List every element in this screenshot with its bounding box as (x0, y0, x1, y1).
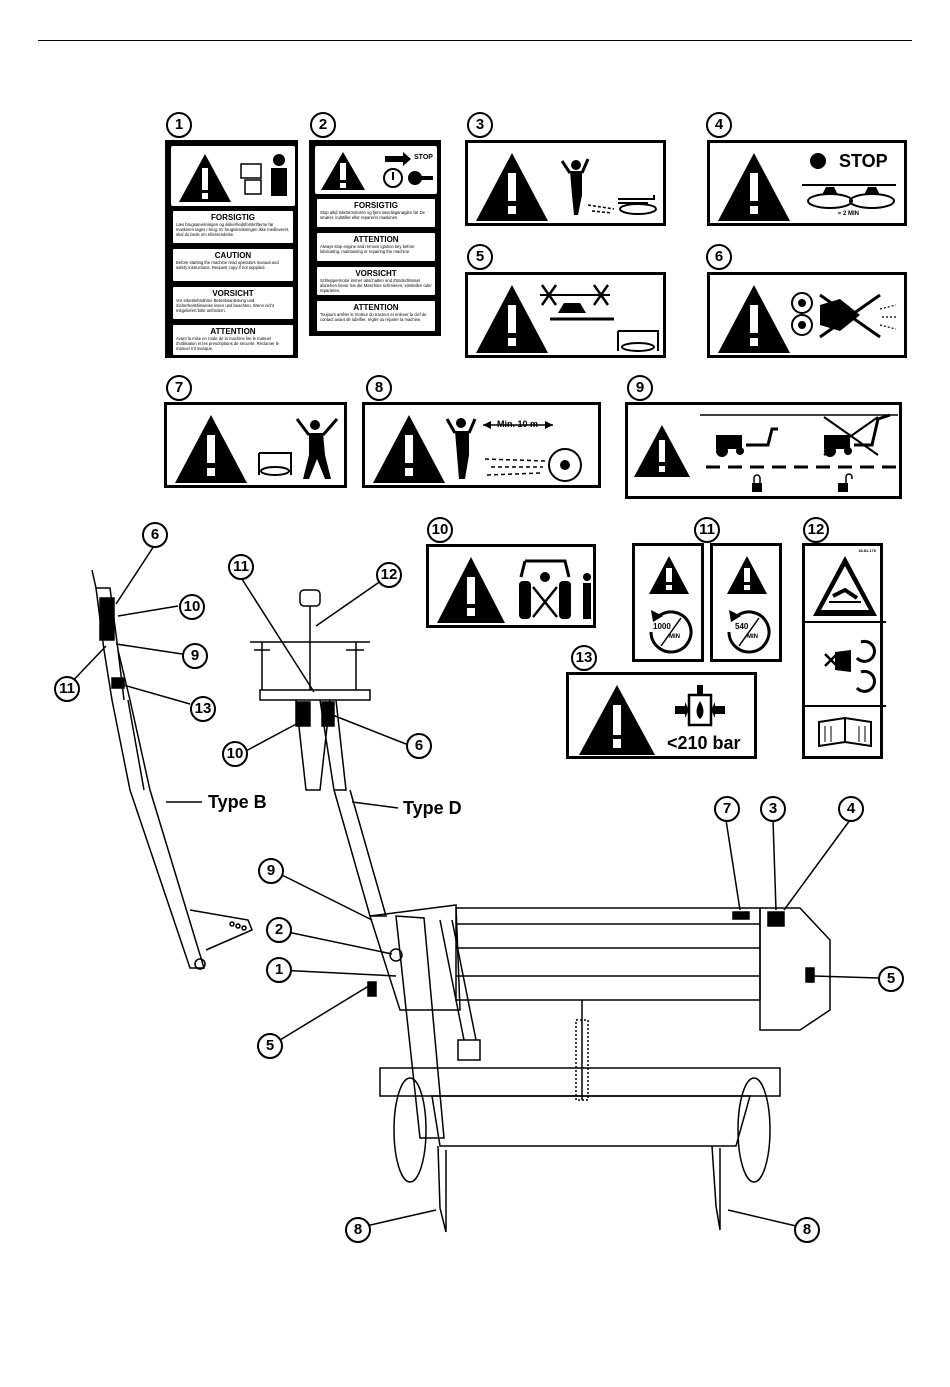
decal-number-6: 6 (706, 244, 732, 270)
decal-4-stop-text: STOP (839, 151, 888, 171)
decal-6-entanglement (707, 272, 907, 358)
decal-13-hydraulic-pressure: <210 bar (566, 672, 757, 759)
decal-number-3: 3 (467, 112, 493, 138)
warning-triangle-icon (476, 153, 657, 221)
warning-triangle-icon (476, 284, 659, 353)
decal-10-no-standing-between (426, 544, 596, 628)
decal-13-pressure-text: <210 bar (667, 733, 741, 753)
decal-2-stop-text: STOP (414, 154, 433, 161)
callout-m-8-right: 8 (794, 1217, 820, 1243)
decal-number-12: 12 (803, 517, 829, 543)
warning-triangle-icon (649, 556, 693, 654)
callout-m-9: 9 (258, 858, 284, 884)
decal-11-rpm-1000: 1000 (653, 622, 671, 631)
rotor-icon (548, 448, 582, 482)
decal-number-8: 8 (366, 375, 392, 401)
gear-icon (810, 153, 826, 169)
callout-m-1: 1 (266, 957, 292, 983)
decal-3-keep-distance (465, 140, 666, 226)
decal-8-distance-text: Min. 10 m (497, 419, 539, 429)
callout-m-5-left: 5 (257, 1033, 283, 1059)
callout-b-11: 11 (54, 676, 80, 702)
oil-drop-icon (696, 701, 704, 719)
decal-number-1: 1 (166, 112, 192, 138)
decal-number-9: 9 (627, 375, 653, 401)
callout-d-12: 12 (376, 562, 402, 588)
decal-9-transport-lock (625, 402, 902, 499)
callout-d-10: 10 (222, 741, 248, 767)
callout-m-4: 4 (838, 796, 864, 822)
callout-m-5-right: 5 (878, 966, 904, 992)
warning-triangle-icon (718, 153, 896, 221)
decal-number-11: 11 (694, 517, 720, 543)
lock-open-icon (838, 483, 848, 492)
decal-12-pto-hazard: 18.81.176 (802, 543, 886, 759)
warning-triangle-icon (727, 556, 771, 654)
pto-hazard-pictogram (805, 556, 886, 748)
decal-4-time-text: ≈ 2 MIN (838, 211, 859, 217)
callout-m-3: 3 (760, 796, 786, 822)
decal-number-5: 5 (467, 244, 493, 270)
decal-4-stop-rotation: STOP ≈ 2 MIN (707, 140, 907, 226)
callout-m-8-left: 8 (345, 1217, 371, 1243)
warning-triangle-icon (179, 154, 287, 202)
decal-number-7: 7 (166, 375, 192, 401)
warning-triangle-icon (634, 413, 898, 492)
decal-11-rpm-540: 540 (735, 622, 749, 631)
decal-number-2: 2 (310, 112, 336, 138)
warning-triangle-icon (321, 152, 433, 190)
decal-11-unit-1: MIN (669, 634, 680, 640)
decal-12-code: 18.81.176 (858, 548, 876, 553)
rotor-icon (791, 292, 813, 314)
warning-triangle-icon (437, 557, 591, 623)
decal-11-pto-1000: 1000 MIN (632, 543, 704, 662)
top-rule (38, 40, 912, 41)
lock-closed-icon (752, 483, 762, 492)
type-b-label: Type B (208, 792, 267, 812)
decal-number-13: 13 (571, 645, 597, 671)
decal-number-4: 4 (706, 112, 732, 138)
callout-b-6: 6 (142, 522, 168, 548)
decal-11-pto-540: 540 MIN (710, 543, 782, 662)
warning-triangle-icon (175, 415, 339, 483)
callout-d-6: 6 (406, 733, 432, 759)
decal-number-10: 10 (427, 517, 453, 543)
callout-b-13: 13 (190, 696, 216, 722)
callout-b-9: 9 (182, 643, 208, 669)
hand-icon (835, 650, 851, 672)
callout-d-11: 11 (228, 554, 254, 580)
type-d-label: Type D (403, 798, 462, 818)
callout-m-2: 2 (266, 917, 292, 943)
decal-8-thrown-objects: Min. 10 m (362, 402, 601, 488)
decal-5-no-standing (465, 272, 666, 358)
warning-triangle-icon (373, 415, 582, 483)
callout-m-7: 7 (714, 796, 740, 822)
callout-b-10: 10 (179, 594, 205, 620)
warning-triangle-icon (579, 685, 725, 755)
warning-triangle-icon (718, 285, 898, 353)
decal-11-unit-2: MIN (747, 634, 758, 640)
decal-7-crush-hazard (164, 402, 347, 488)
